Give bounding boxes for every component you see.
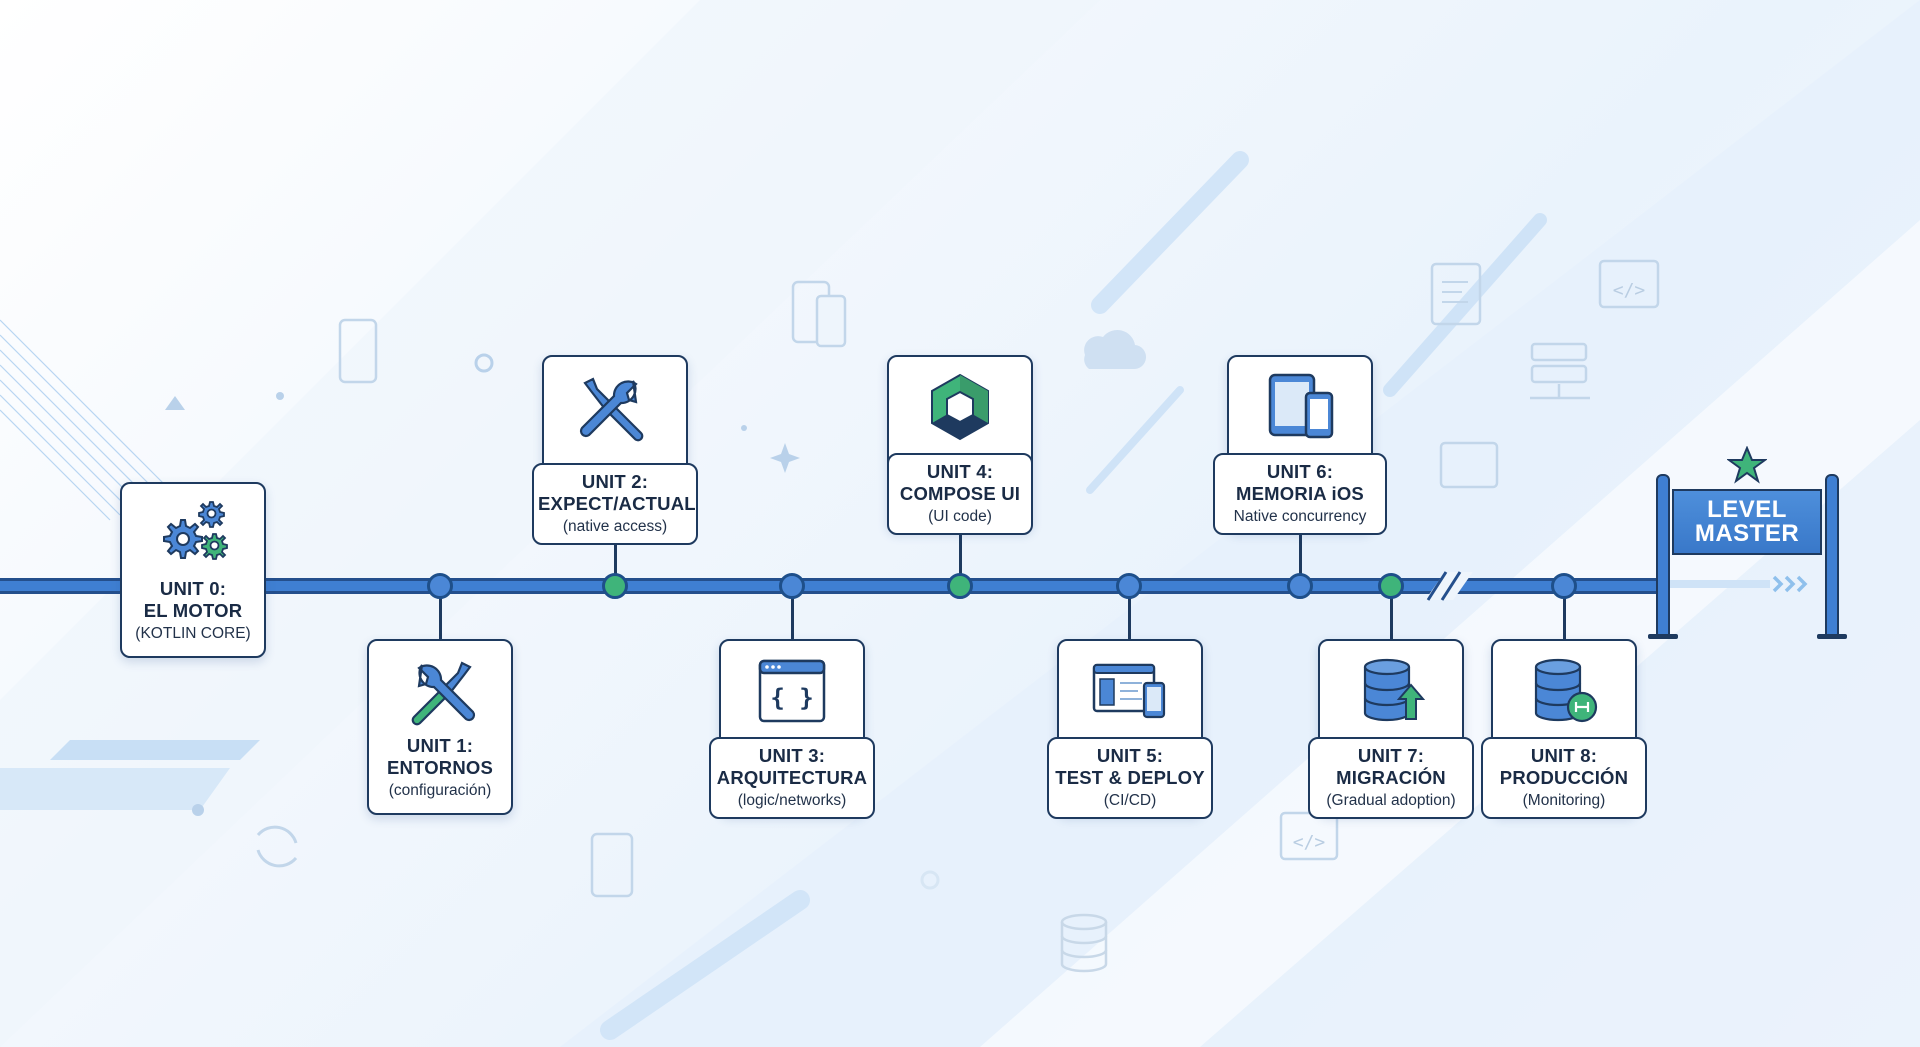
unit-2-number: UNIT 2:: [581, 471, 649, 492]
gears-icon: [163, 501, 228, 560]
unit-8-subtitle: (Monitoring): [1522, 792, 1606, 809]
unit-0-labels: UNIT 0: EL MOTOR (KOTLIN CORE): [135, 578, 250, 644]
unit-6-title: MEMORIA iOS: [1236, 483, 1364, 504]
connector-unit-2: [614, 530, 617, 574]
unit-3-number: UNIT 3:: [758, 745, 826, 766]
unit-0-subtitle: (KOTLIN CORE): [135, 625, 251, 642]
unit-3-title: ARQUITECTURA: [716, 767, 868, 788]
unit-6-card[interactable]: UNIT 6: MEMORIA iOS Native concurrency: [1213, 355, 1387, 535]
unit-0-number: UNIT 0:: [159, 578, 227, 599]
unit-5-labels: UNIT 5: TEST & DEPLOY (CI/CD): [1047, 737, 1213, 819]
unit-7-number: UNIT 7:: [1357, 745, 1425, 766]
unit-6-number: UNIT 6:: [1266, 461, 1334, 482]
connector-unit-1: [439, 596, 442, 640]
unit-0-card[interactable]: UNIT 0: EL MOTOR (KOTLIN CORE): [120, 482, 266, 658]
finish-post-right: [1825, 474, 1839, 638]
unit-1-card[interactable]: UNIT 1: ENTORNOS (configuración): [367, 639, 513, 815]
database-upload-icon: [1363, 658, 1426, 722]
connector-unit-5: [1128, 596, 1131, 640]
unit-1-title: ENTORNOS: [386, 757, 494, 778]
milestone-dot-unit-8[interactable]: [1551, 573, 1577, 599]
finish-post-left: [1656, 474, 1670, 638]
svg-text:{ }: { }: [770, 684, 813, 712]
unit-2-subtitle: (native access): [562, 518, 668, 535]
unit-7-labels: UNIT 7: MIGRACIÓN (Gradual adoption): [1308, 737, 1474, 819]
unit-0-title: EL MOTOR: [143, 600, 243, 621]
milestone-dot-unit-2[interactable]: [602, 573, 628, 599]
unit-6-subtitle: Native concurrency: [1233, 508, 1367, 525]
unit-4-subtitle: (UI code): [928, 508, 992, 525]
unit-5-title: TEST & DEPLOY: [1055, 767, 1205, 788]
level-master-banner[interactable]: LEVEL MASTER: [1672, 489, 1822, 555]
timeline-track: [0, 578, 1665, 594]
connector-unit-7: [1390, 596, 1393, 640]
unit-5-number: UNIT 5:: [1096, 745, 1164, 766]
star-icon: [1727, 446, 1767, 484]
unit-1-number: UNIT 1:: [406, 735, 474, 756]
unit-1-labels: UNIT 1: ENTORNOS (configuración): [387, 735, 493, 801]
unit-3-card[interactable]: { } UNIT 3: ARQUITECTURA (logic/networks…: [709, 639, 875, 819]
connector-unit-8: [1563, 596, 1566, 640]
milestone-dot-unit-3[interactable]: [779, 573, 805, 599]
milestone-dot-unit-4[interactable]: [947, 573, 973, 599]
track-break-marks: [1426, 571, 1462, 601]
unit-2-title: EXPECT/ACTUAL: [538, 493, 696, 514]
unit-5-card[interactable]: UNIT 5: TEST & DEPLOY (CI/CD): [1047, 639, 1213, 819]
banner-line2: MASTER: [1694, 520, 1800, 547]
unit-3-subtitle: (logic/networks): [737, 792, 847, 809]
milestone-dot-unit-6[interactable]: [1287, 573, 1313, 599]
finish-base-left: [1648, 634, 1678, 639]
code-window-icon: { }: [758, 659, 826, 723]
connector-unit-4: [959, 530, 962, 574]
tablet-phone-icon: [1268, 373, 1334, 439]
unit-4-labels: UNIT 4: COMPOSE UI (UI code): [887, 453, 1033, 535]
svg-text:</>: </>: [1613, 280, 1646, 301]
connector-unit-6: [1299, 530, 1302, 574]
unit-2-labels: UNIT 2: EXPECT/ACTUAL (native access): [532, 463, 698, 545]
unit-7-title: MIGRACIÓN: [1336, 767, 1446, 788]
unit-8-number: UNIT 8:: [1530, 745, 1598, 766]
tools-icon: [411, 661, 476, 726]
unit-8-card[interactable]: UNIT 8: PRODUCCIÓN (Monitoring): [1481, 639, 1647, 819]
unit-4-title: COMPOSE UI: [899, 483, 1021, 504]
unit-1-subtitle: (configuración): [388, 782, 492, 799]
unit-4-card[interactable]: UNIT 4: COMPOSE UI (UI code): [887, 355, 1033, 535]
unit-6-labels: UNIT 6: MEMORIA iOS Native concurrency: [1213, 453, 1387, 535]
svg-text:</>: </>: [1293, 832, 1326, 853]
connector-unit-3: [791, 596, 794, 640]
database-monitor-icon: [1534, 658, 1598, 723]
unit-8-title: PRODUCCIÓN: [1499, 767, 1629, 788]
banner-line1: LEVEL: [1707, 496, 1787, 523]
milestone-dot-unit-7[interactable]: [1378, 573, 1404, 599]
unit-5-subtitle: (CI/CD): [1103, 792, 1157, 809]
unit-2-card[interactable]: UNIT 2: EXPECT/ACTUAL (native access): [532, 355, 698, 545]
finish-arrows: [1670, 575, 1808, 593]
milestone-dot-unit-1[interactable]: [427, 573, 453, 599]
milestone-dot-unit-5[interactable]: [1116, 573, 1142, 599]
unit-3-labels: UNIT 3: ARQUITECTURA (logic/networks): [709, 737, 875, 819]
unit-8-labels: UNIT 8: PRODUCCIÓN (Monitoring): [1481, 737, 1647, 819]
tools-icon: [579, 377, 644, 442]
compose-logo-icon: [931, 373, 989, 441]
devices-icon: [1092, 663, 1166, 719]
unit-7-subtitle: (Gradual adoption): [1326, 792, 1456, 809]
unit-7-card[interactable]: UNIT 7: MIGRACIÓN (Gradual adoption): [1308, 639, 1474, 819]
finish-base-right: [1817, 634, 1847, 639]
unit-4-number: UNIT 4:: [926, 461, 994, 482]
